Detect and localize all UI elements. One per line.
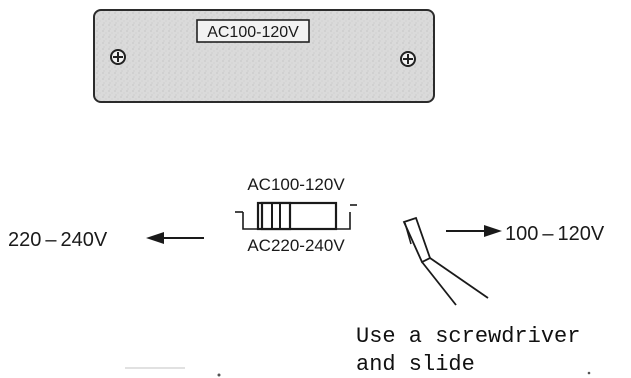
slide-switch: AC100-120V AC220-240V — [235, 175, 357, 255]
right-arrow-icon — [446, 225, 502, 237]
right-voltage-label: 100 – 120V — [505, 223, 605, 245]
screwdriver-icon — [402, 216, 489, 306]
right-direction: 100 – 120V — [446, 223, 605, 245]
scan-marks — [125, 367, 591, 377]
right-screw-icon — [400, 51, 416, 67]
instruction-line-2: and slide — [356, 352, 475, 377]
switch-top-label: AC100-120V — [247, 175, 345, 194]
left-arrow-icon — [146, 232, 204, 244]
panel-plate — [93, 9, 435, 103]
instruction: Use a screwdriver and slide — [356, 324, 580, 377]
panel-voltage-label-box — [196, 19, 310, 43]
left-direction: 220 – 240V — [8, 229, 204, 251]
instruction-line-1: Use a screwdriver — [356, 324, 580, 349]
rear-panel: AC100-120V — [93, 9, 435, 103]
left-voltage-label: 220 – 240V — [8, 229, 108, 251]
panel-voltage-label: AC100-120V — [207, 24, 299, 41]
switch-slider — [260, 201, 292, 231]
left-screw-icon — [110, 49, 126, 65]
switch-bottom-label: AC220-240V — [247, 236, 345, 255]
